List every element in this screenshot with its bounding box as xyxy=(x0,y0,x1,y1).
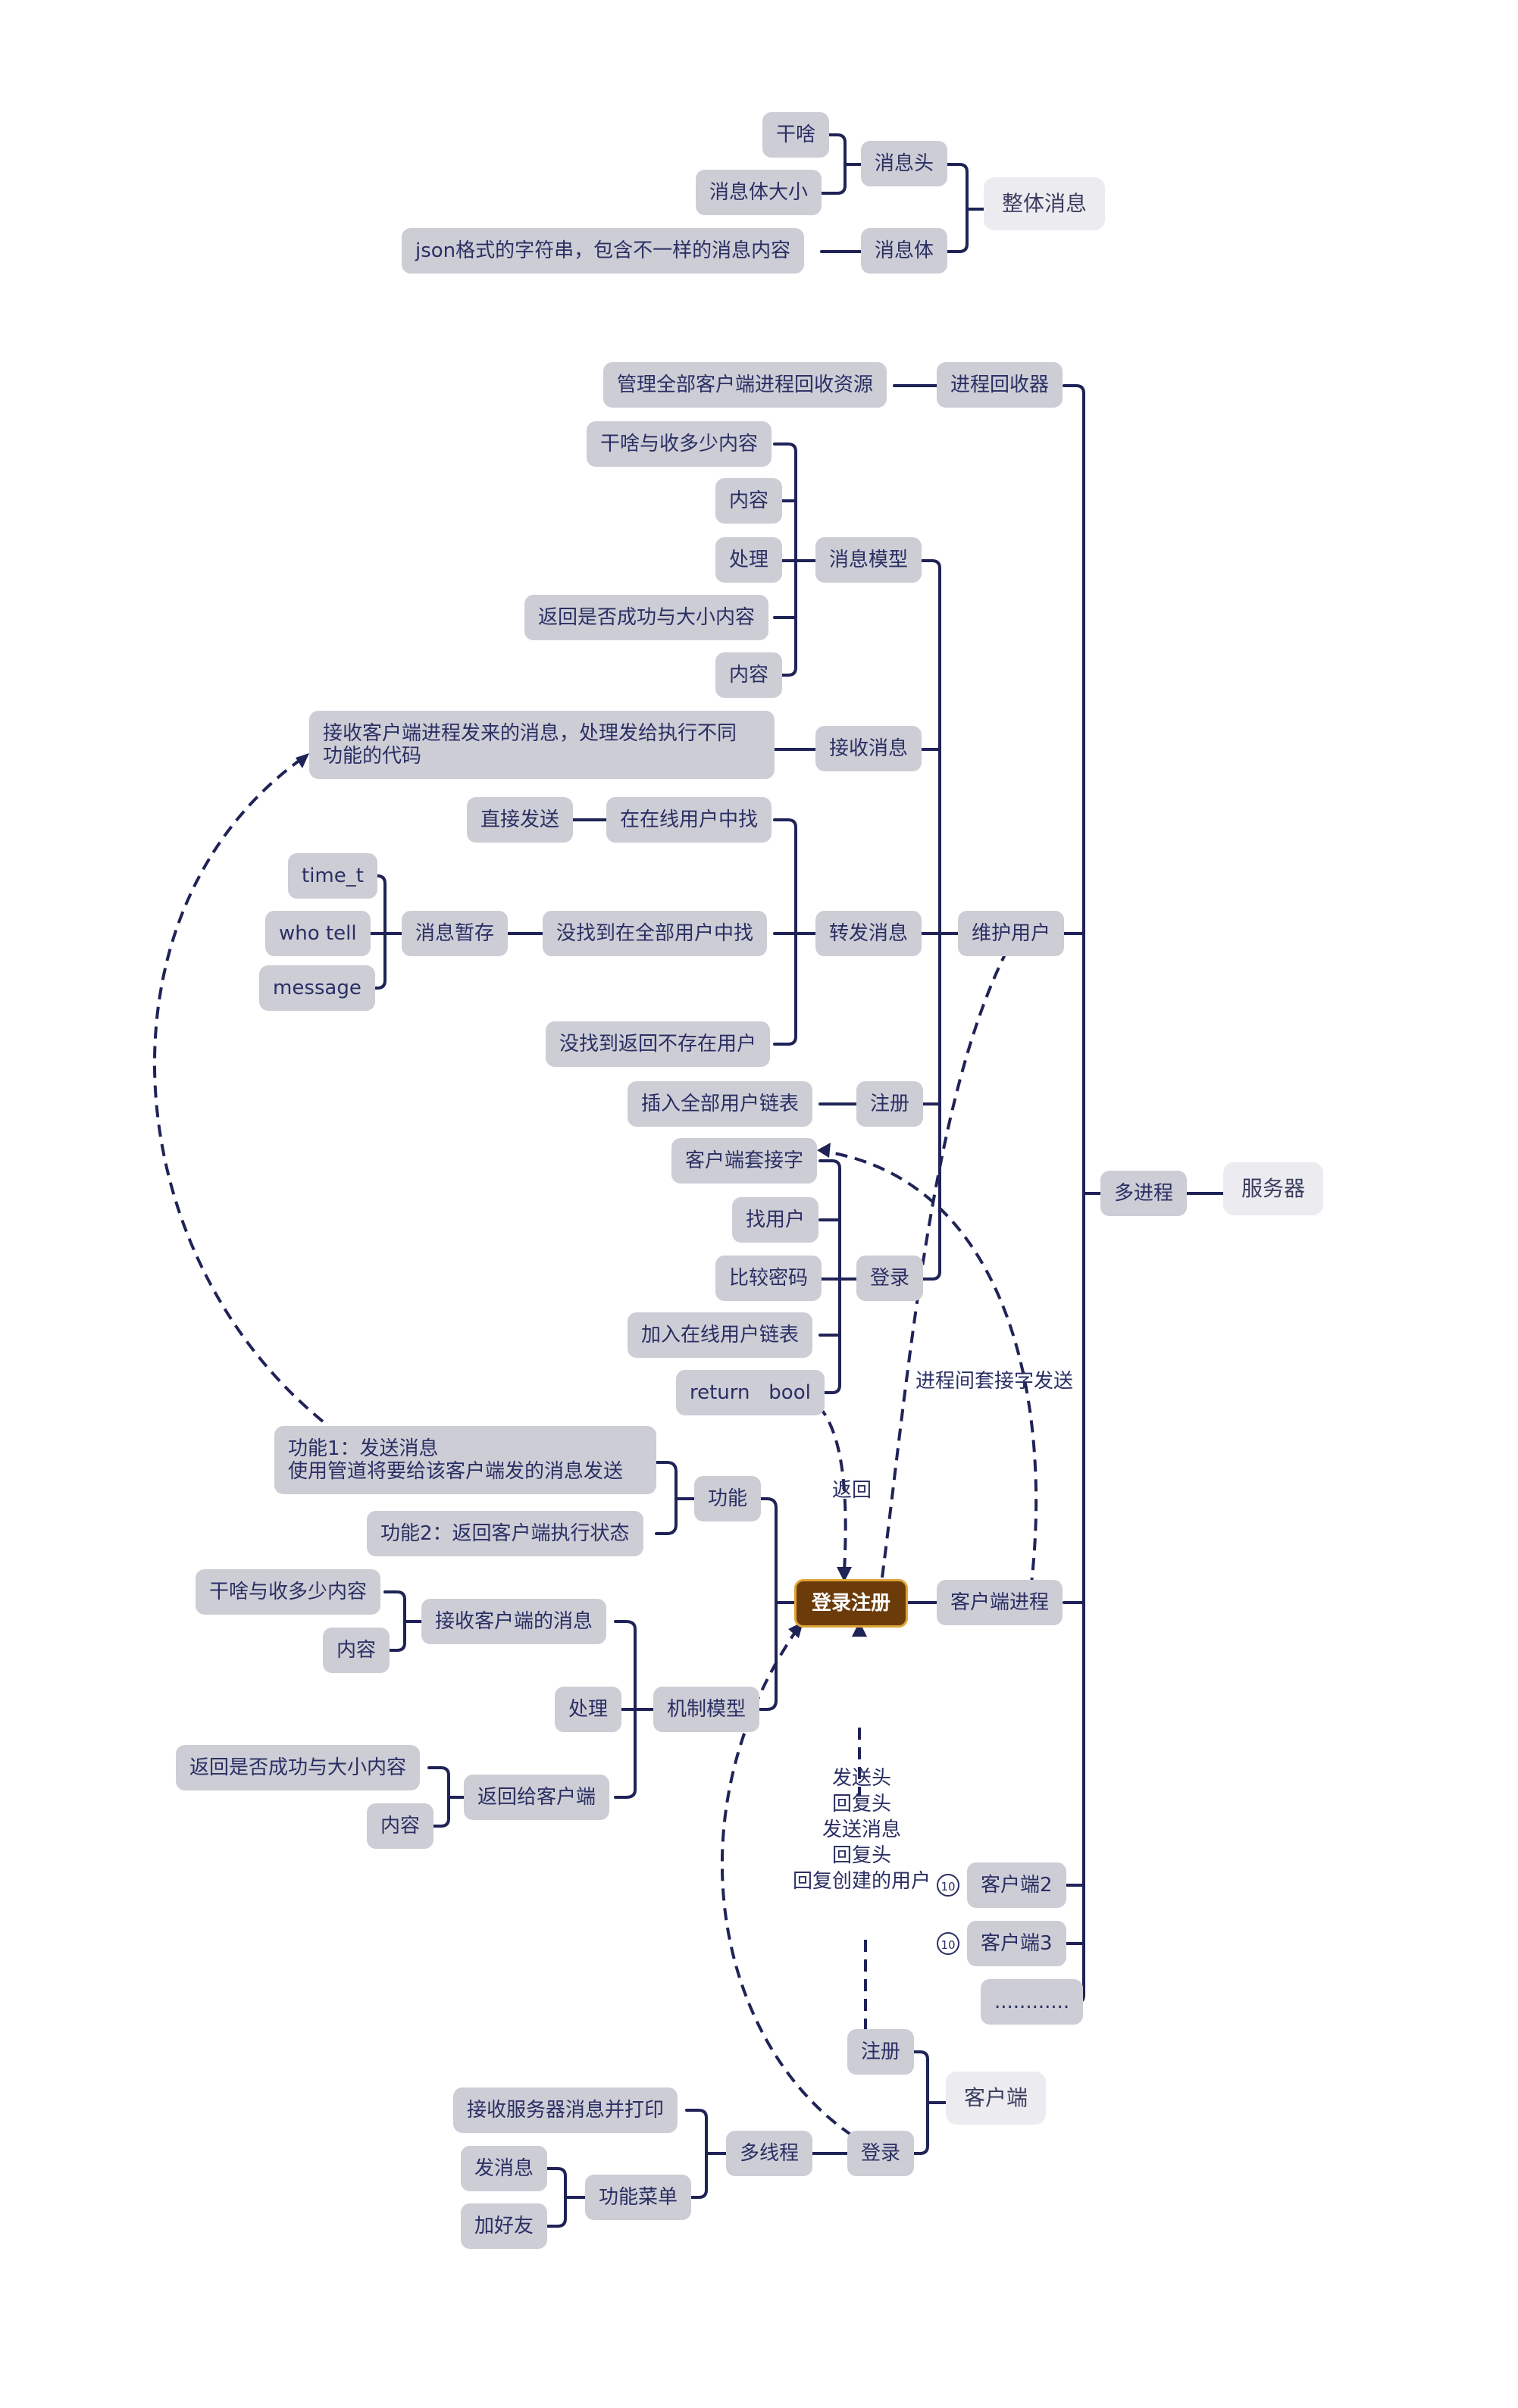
protocol-line-5: 回复创建的用户 xyxy=(793,1870,931,1893)
node-message-header: 消息头 xyxy=(861,141,948,186)
node-body-json: json格式的字符串，包含不一样的消息内容 xyxy=(402,228,805,274)
node-header-what: 干啥 xyxy=(762,112,830,158)
node-return-client: 返回给客户端 xyxy=(464,1775,610,1820)
node-model-process: 处理 xyxy=(715,537,783,583)
node-ret-content: 内容 xyxy=(367,1803,434,1849)
node-send-direct: 直接发送 xyxy=(467,797,574,843)
node-receive-message: 接收消息 xyxy=(815,726,922,771)
function1-line-1: 功能1：发送消息 xyxy=(288,1437,439,1460)
protocol-line-1: 发送头 xyxy=(832,1767,892,1790)
node-reaper-detail: 管理全部客户端进程回收资源 xyxy=(603,362,887,408)
node-add-online: 加入在线用户链表 xyxy=(628,1312,813,1358)
node-ellipsis: ............ xyxy=(981,1979,1084,2025)
node-multi-process: 多进程 xyxy=(1100,1171,1188,1216)
node-login-register: 登录注册 xyxy=(794,1579,909,1628)
node-register: 注册 xyxy=(856,1081,924,1127)
node-login: 登录 xyxy=(856,1256,924,1301)
node-model-return: 返回是否成功与大小内容 xyxy=(524,595,769,640)
protocol-line-2: 回复头 xyxy=(832,1793,892,1815)
node-header-body-size: 消息体大小 xyxy=(696,170,822,215)
node-function: 功能 xyxy=(694,1476,762,1521)
node-recv-content: 内容 xyxy=(323,1628,390,1673)
count-badge-client-3: 10 xyxy=(937,1932,959,1955)
node-field-message: message xyxy=(259,965,375,1011)
node-ret-status: 返回是否成功与大小内容 xyxy=(176,1745,421,1790)
count-badge-client-2: 10 xyxy=(937,1874,959,1897)
node-process-reaper: 进程回收器 xyxy=(937,362,1063,408)
node-compare-password: 比较密码 xyxy=(715,1256,822,1301)
node-mech-process: 处理 xyxy=(555,1687,622,1732)
node-client-login: 登录 xyxy=(847,2131,915,2176)
label-ipc-socket: 进程间套接字发送 xyxy=(915,1370,1074,1393)
node-return-bool: return bool xyxy=(676,1370,825,1415)
node-store-temp: 消息暂存 xyxy=(402,911,509,956)
node-field-who: who tell xyxy=(265,911,371,956)
node-function-2: 功能2：返回客户端执行状态 xyxy=(367,1511,643,1556)
node-recv-what: 干啥与收多少内容 xyxy=(196,1569,381,1615)
node-message-model: 消息模型 xyxy=(815,537,922,583)
node-multi-thread: 多线程 xyxy=(726,2131,813,2176)
node-find-user: 找用户 xyxy=(732,1197,819,1243)
node-receive-client: 接收客户端的消息 xyxy=(421,1599,607,1644)
node-field-time: time_t xyxy=(288,853,377,899)
node-maintain-users: 维护用户 xyxy=(958,911,1065,956)
node-model-what: 干啥与收多少内容 xyxy=(587,421,772,467)
node-menu-add-friend: 加好友 xyxy=(461,2203,548,2249)
node-message-body: 消息体 xyxy=(861,228,948,274)
node-find-all: 没找到在全部用户中找 xyxy=(543,911,768,956)
node-client-3: 客户端3 xyxy=(967,1921,1066,1966)
node-find-online: 在在线用户中找 xyxy=(606,797,772,843)
label-protocol: 发送头 回复头 发送消息 回复头 回复创建的用户 xyxy=(793,1765,931,1894)
receive-detail-line-2: 功能的代码 xyxy=(323,745,422,768)
node-client: 客户端 xyxy=(946,2072,1047,2125)
node-mechanism-model: 机制模型 xyxy=(653,1687,760,1732)
node-menu-send: 发消息 xyxy=(461,2146,548,2191)
node-model-content: 内容 xyxy=(715,478,783,524)
node-function-menu: 功能菜单 xyxy=(585,2175,692,2220)
node-forward-message: 转发消息 xyxy=(815,911,922,956)
node-server: 服务器 xyxy=(1223,1162,1324,1215)
node-not-found: 没找到返回不存在用户 xyxy=(546,1021,771,1067)
node-receive-print: 接收服务器消息并打印 xyxy=(453,2087,678,2133)
node-model-content-2: 内容 xyxy=(715,652,783,698)
node-whole-message: 整体消息 xyxy=(984,177,1106,230)
node-client-register: 注册 xyxy=(847,2029,915,2075)
receive-detail-line-1: 接收客户端进程发来的消息，处理发给执行不同 xyxy=(323,722,737,745)
protocol-line-4: 回复头 xyxy=(832,1844,892,1867)
node-receive-message-detail: 接收客户端进程发来的消息，处理发给执行不同 功能的代码 xyxy=(309,711,775,779)
node-client-socket: 客户端套接字 xyxy=(671,1138,818,1184)
label-return: 返回 xyxy=(832,1479,872,1502)
node-function-1: 功能1：发送消息 使用管道将要给该客户端发的消息发送 xyxy=(274,1426,656,1494)
node-client-process: 客户端进程 xyxy=(937,1580,1063,1625)
node-client-2: 客户端2 xyxy=(967,1862,1066,1908)
function1-line-2: 使用管道将要给该客户端发的消息发送 xyxy=(288,1460,624,1483)
node-insert-all: 插入全部用户链表 xyxy=(628,1081,813,1127)
protocol-line-3: 发送消息 xyxy=(822,1819,902,1841)
